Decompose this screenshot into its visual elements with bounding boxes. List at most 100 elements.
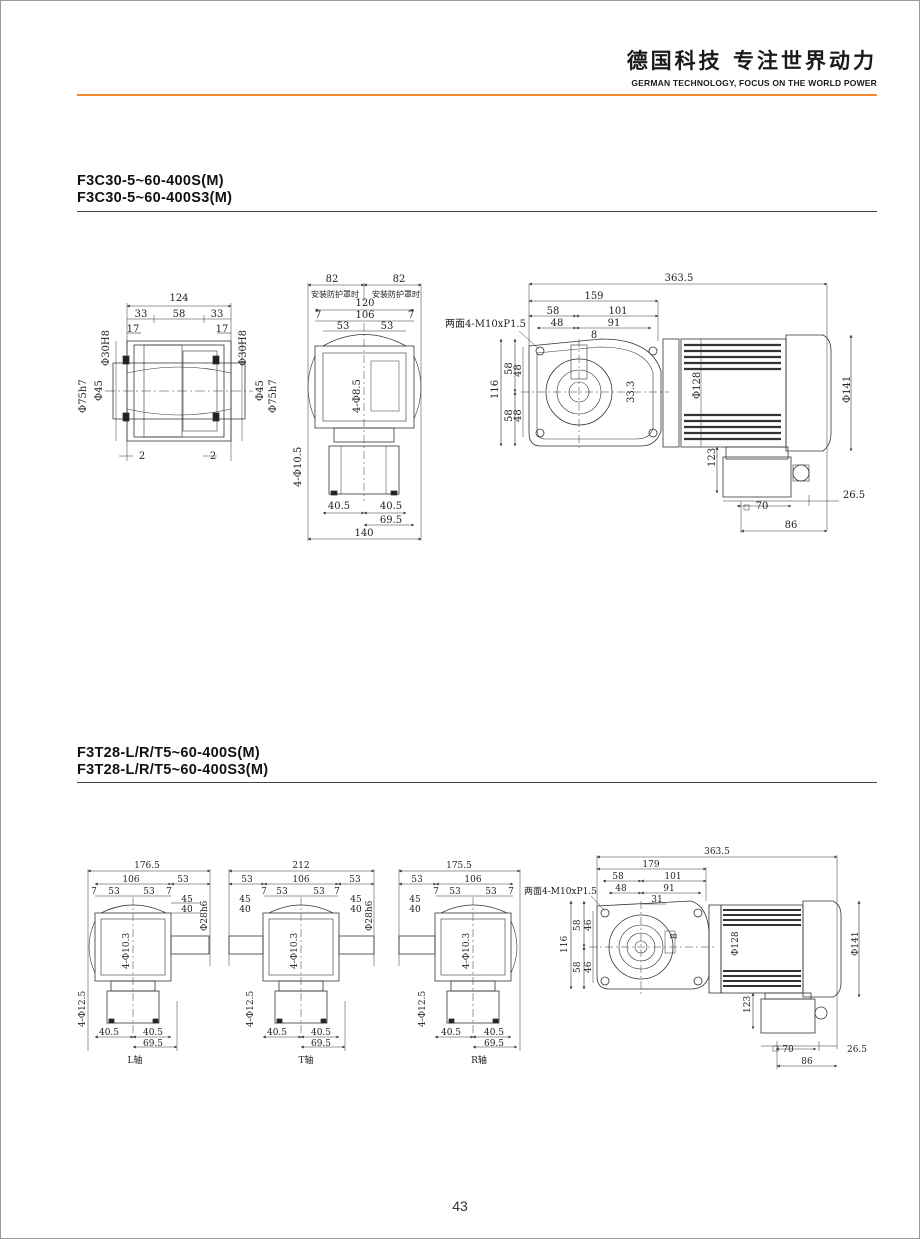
s1-motor-view [499,282,853,533]
dim-8: 8 [591,330,597,341]
t-dim-45-right: 45 [350,895,362,905]
brand-slogan-en: GERMAN TECHNOLOGY, FOCUS ON THE WORLD PO… [631,78,877,88]
t-dim-69-5: 69.5 [311,1039,331,1049]
t-dim-7-left: 7 [261,887,267,897]
m-thread-note: 两面4-M10xP1.5 [524,886,597,897]
l-dim-53-b: 53 [143,887,155,897]
s1-shaft-view [105,303,253,461]
m-dim-91: 91 [663,884,674,894]
dim-140: 140 [354,528,373,539]
t-dim-40-5-right: 40.5 [311,1028,331,1038]
m-dim-179: 179 [642,860,659,870]
s2-view-t-labels: 212 53 106 53 45 40 7 53 53 7 45 40 Φ28h… [239,861,375,1066]
guard-note-right: 安装防护罩时 [372,289,420,299]
m-dim-46-lower: 46 [584,961,594,973]
t-dim-hole-12-5: 4-Φ12.5 [246,991,256,1027]
dim-91: 91 [608,318,621,329]
m-dim-58-upper: 58 [573,919,583,931]
r-dim-69-5: 69.5 [484,1039,504,1049]
l-dim-45: 45 [181,895,193,905]
dim-58-top: 58 [547,306,560,317]
s1-front-view [307,283,422,541]
t-dim-40-5-left: 40.5 [267,1028,287,1038]
section2-title: F3T28-L/R/T5~60-400S(M) F3T28-L/R/T5~60-… [77,745,268,779]
dim-58-upper: 58 [504,362,515,375]
l-dim-69-5: 69.5 [143,1039,163,1049]
m-dim-70: 70 [782,1045,794,1055]
dim-hole-8-5: 4-Φ8.5 [352,379,363,413]
dim-hole-10-5: 4-Φ10.5 [293,447,304,487]
t-dim-40-right: 40 [350,905,362,915]
s2-view-l [87,869,211,1051]
m-dim-46-upper: 46 [584,919,594,931]
r-dim-53-a: 53 [449,887,461,897]
r-dim-40-left: 40 [409,905,421,915]
dim-101: 101 [608,306,627,317]
dim-phi30h8-left: Φ30H8 [101,330,112,366]
dim-26-5: 26.5 [843,490,865,501]
header-divider [77,94,877,96]
l-dim-shaft: Φ28h6 [200,900,210,931]
s2-motor-view [569,855,861,1069]
r-dim-40-5-right: 40.5 [484,1028,504,1038]
s1-front-view-labels: 82 82 安装防护罩时 安装防护罩时 120 7 106 7 53 53 4-… [293,274,420,539]
section2-model-2: F3T28-L/R/T5~60-400S3(M) [77,762,269,778]
s2-view-l-labels: 176.5 106 53 7 53 53 7 45 40 Φ28h6 4-Φ10… [78,861,210,1066]
l-dim-7-right: 7 [166,887,172,897]
l-caption: L轴 [128,1054,143,1066]
t-dim-7-right: 7 [334,887,340,897]
dim-40-5-right: 40.5 [380,501,402,512]
l-dim-53-a: 53 [108,887,120,897]
r-dim-hole-12-5: 4-Φ12.5 [418,991,428,1027]
section2-model-1: F3T28-L/R/T5~60-400S(M) [77,745,260,761]
dim-33-right: 33 [211,309,224,320]
m-dim-phi128: Φ128 [731,931,741,956]
dim-phi30h8-right: Φ30H8 [238,330,249,366]
t-dim-shaft: Φ28h6 [365,900,375,931]
s1-motor-view-labels: 363.5 159 58 101 48 91 8 两面4-M10xP1.5 11… [445,273,865,531]
l-dim-40-5-right: 40.5 [143,1028,163,1038]
t-dim-53-right: 53 [349,875,361,885]
m-dim-8: 8 [670,933,680,939]
dim-17-left: 17 [127,324,140,335]
dim-58-lower: 58 [504,409,515,422]
l-dim-40: 40 [181,905,193,915]
dim-48-lower: 48 [513,409,524,422]
dim-69-5: 69.5 [380,515,402,526]
r-dim-7-right: 7 [508,887,514,897]
dim-120: 120 [355,298,374,309]
section1-model-1: F3C30-5~60-400S(M) [77,173,224,189]
dim-48-upper: 48 [513,364,524,377]
dim-70: 70 [756,501,769,512]
dim-phi45-left: Φ45 [94,380,105,401]
dim-phi45-right: Φ45 [255,380,266,401]
dim-58: 58 [173,309,186,320]
m-dim-123: 123 [743,996,753,1013]
m-dim-phi141: Φ141 [851,931,861,956]
dim-106: 106 [355,310,374,321]
r-caption: R轴 [471,1054,487,1066]
t-dim-45-left: 45 [239,895,251,905]
dim-363-5: 363.5 [665,273,694,284]
dim-2-right: 2 [210,451,216,462]
l-dim-106: 106 [122,875,139,885]
m-dim-363-5: 363.5 [704,847,730,857]
dim-48-top: 48 [551,318,564,329]
dim-82-left: 82 [326,274,339,285]
s2-view-r [398,869,521,1051]
m-dim-26-5: 26.5 [847,1045,867,1055]
page-number: 43 [452,1198,468,1214]
t-dim-hole-10-3: 4-Φ10.3 [290,933,300,969]
dim-33-left: 33 [135,309,148,320]
l-dim-40-5-left: 40.5 [99,1028,119,1038]
dim-7-left: 7 [315,310,321,321]
dim-phi75h7-left: Φ75h7 [78,379,89,413]
t-dim-53-b: 53 [313,887,325,897]
dim-53-right: 53 [381,321,394,332]
dim-phi75h7-right: Φ75h7 [268,379,279,413]
s2-motor-view-labels: 363.5 179 58 101 48 91 31 两面4-M10xP1.5 1… [524,847,867,1067]
brand-slogan-cn: 德国科技 专注世界动力 [626,48,877,73]
r-dim-hole-10-3: 4-Φ10.3 [462,933,472,969]
